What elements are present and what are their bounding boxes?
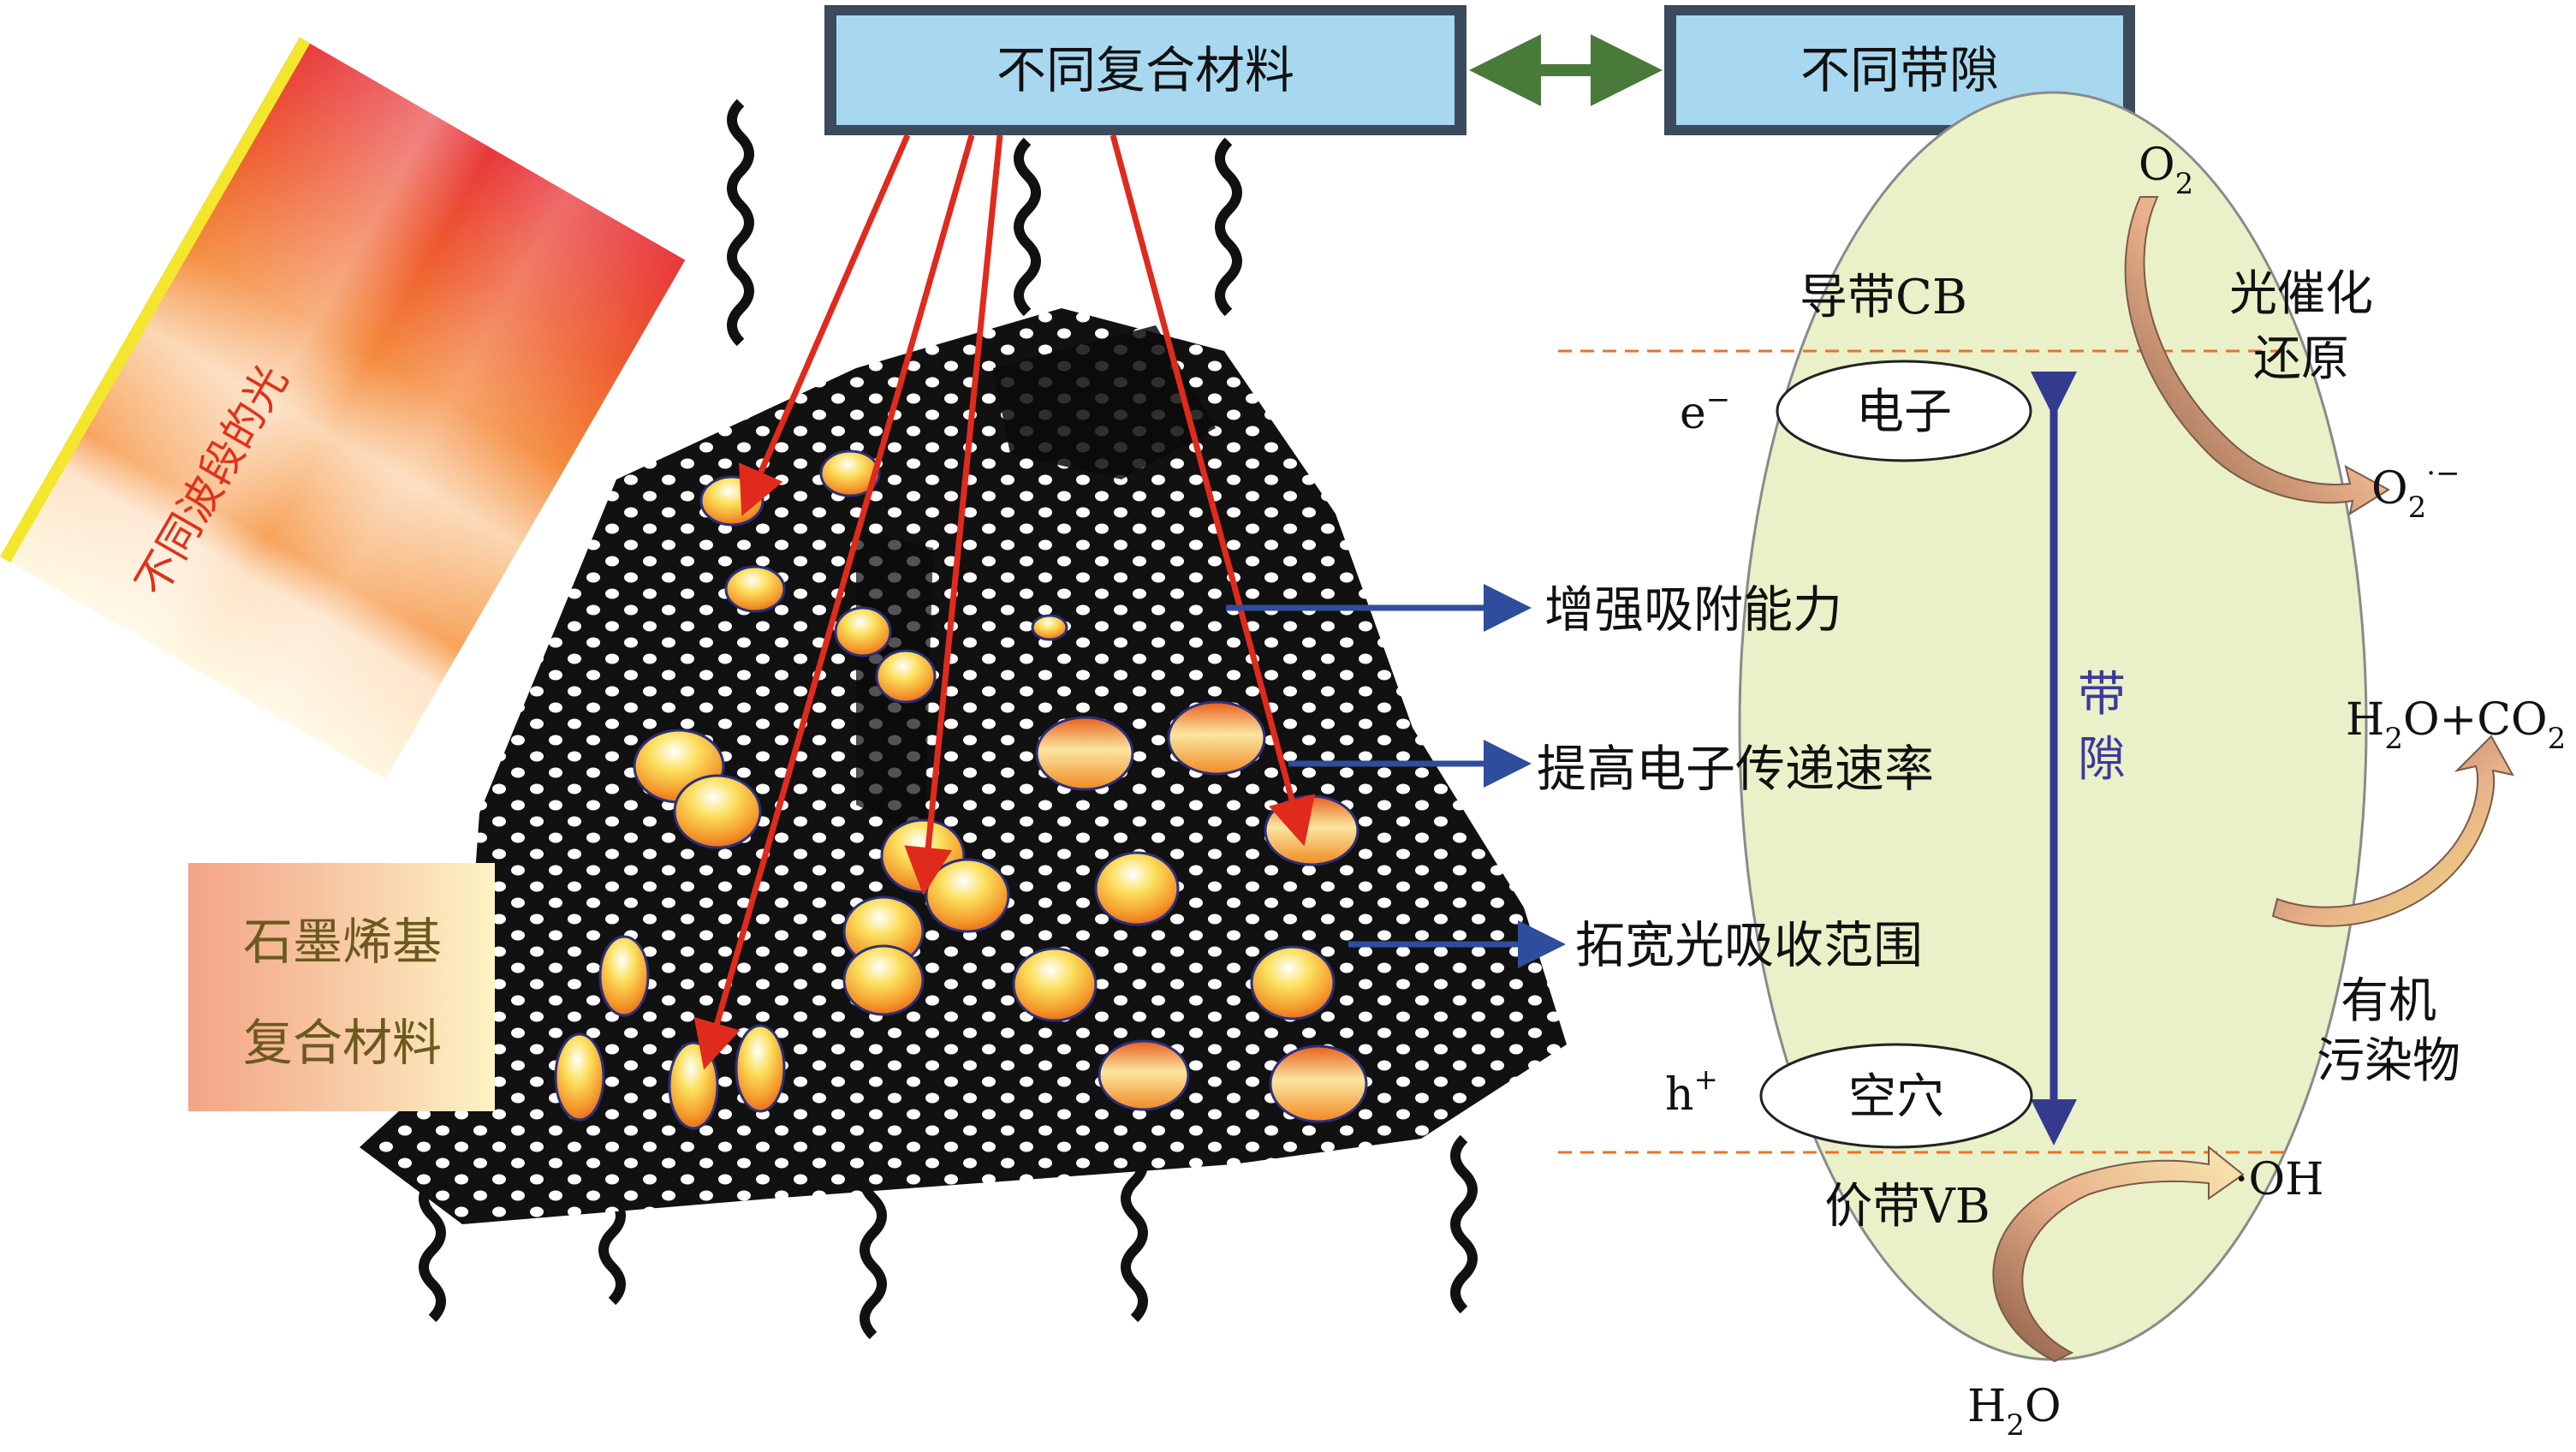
nanoparticle [598, 935, 650, 1017]
light-panel [0, 37, 686, 779]
electron-label: 电子 [1856, 384, 1952, 440]
electron-bubble [1776, 360, 2032, 462]
nanoparticle [1269, 1044, 1368, 1123]
red-arrow [904, 134, 1003, 896]
nanoparticle [1035, 716, 1134, 791]
electron-symbol-charge: − [1706, 383, 1731, 417]
effect-absorption-range: 拓宽光吸收范围 [1575, 916, 1923, 974]
composite-label-line2: 复合材料 [243, 1014, 442, 1072]
nanoparticle [673, 774, 762, 849]
blue-arrows [1226, 584, 1566, 968]
nanoparticle [842, 944, 925, 1016]
hole-symbol: h+ [1665, 1062, 1718, 1121]
superoxide-label: O2·− [2371, 456, 2460, 525]
hole-bubble [1759, 1043, 2033, 1149]
nanoparticle [554, 1032, 605, 1122]
pollutant-line2: 污染物 [2317, 1033, 2460, 1089]
nanoparticle [834, 606, 892, 658]
red-arrow [693, 134, 975, 1070]
vb-label: 价带VB [1824, 1179, 1990, 1235]
nanoparticle [925, 858, 1010, 933]
o2-base: O [2139, 140, 2175, 191]
nanoparticle [1167, 700, 1266, 776]
bandgap-label-char1: 带 [2078, 667, 2126, 723]
nanoparticles [554, 449, 1368, 1130]
effect-electron-transfer: 提高电子传递速率 [1537, 740, 1934, 798]
materials-box-label: 不同复合材料 [996, 41, 1294, 99]
red-arrow [739, 134, 911, 516]
bandgaps-box-label: 不同带隙 [1800, 41, 1999, 99]
nanoparticle [1031, 614, 1068, 641]
products-part2: O+CO [2403, 694, 2548, 746]
cb-label: 导带CB [1800, 270, 1967, 325]
composite-label-line1: 石墨烯基 [243, 913, 442, 971]
nanoparticle [1094, 851, 1180, 926]
water-sub: 2 [2006, 1408, 2025, 1443]
electron-symbol-base: e [1680, 388, 1706, 439]
products-sub2: 2 [2548, 722, 2567, 756]
nanoparticle [1250, 945, 1336, 1021]
water-base: H [1967, 1381, 2006, 1432]
superoxide-base: O [2371, 463, 2408, 515]
oxidation-arrow [1992, 1145, 2245, 1363]
products-label: H2O+CO2 [2346, 694, 2566, 756]
photocatalysis-line2: 还原 [2253, 331, 2349, 387]
nanoparticle [1264, 794, 1359, 866]
photocatalysis-line1: 光催化 [2229, 266, 2373, 322]
hole-label: 空穴 [1848, 1069, 1944, 1125]
nanoparticle [875, 649, 937, 704]
superoxide-sup: ·− [2426, 456, 2460, 491]
o2-sub: 2 [2175, 167, 2194, 201]
bandgap-label-char2: 隙 [2078, 732, 2126, 788]
composite-label-box [188, 863, 495, 1111]
water-label: H2O [1967, 1381, 2061, 1443]
superoxide-sub: 2 [2408, 491, 2427, 525]
o2-label: O2 [2139, 140, 2193, 201]
red-arrow [1110, 134, 1316, 847]
materials-box: 不同复合材料 [824, 5, 1466, 135]
reduction-arrow [2124, 196, 2390, 516]
hydroxyl-label: ·OH [2234, 1154, 2324, 1205]
nanoparticle [1012, 947, 1098, 1022]
effect-adsorption: 增强吸附能力 [1544, 580, 1842, 639]
pollutant-line1: 有机 [2341, 973, 2436, 1029]
degradation-arrow [2271, 735, 2514, 927]
products-sub1: 2 [2384, 722, 2403, 756]
nanoparticle [1098, 1039, 1190, 1111]
nanoparticle [819, 449, 881, 497]
products-part1: H [2346, 694, 2384, 746]
red-arrows [693, 134, 1316, 1070]
hole-symbol-base: h [1665, 1069, 1694, 1121]
nanoparticle [735, 1024, 786, 1113]
hole-symbol-charge: + [1694, 1062, 1719, 1097]
electron-symbol: e− [1680, 383, 1730, 439]
water-tail: O [2025, 1381, 2061, 1432]
nanoparticle [724, 565, 786, 613]
